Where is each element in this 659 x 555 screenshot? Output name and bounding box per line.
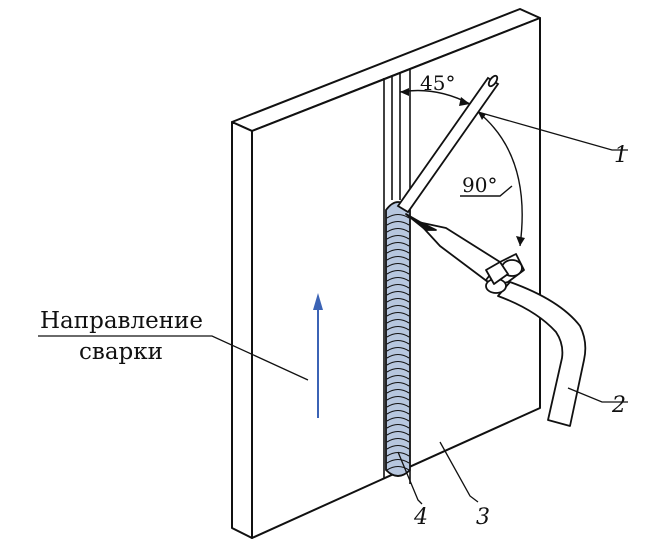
weld-ripple — [386, 395, 410, 401]
weld-ripple — [386, 367, 410, 373]
leader-lines — [38, 111, 628, 505]
weld-ripple — [386, 430, 410, 436]
leader-3 — [439, 441, 479, 503]
angle-45-label: 45° — [420, 71, 455, 95]
weld-ripple — [386, 339, 410, 345]
weld-ripple — [386, 353, 410, 359]
weld-ripple — [386, 381, 410, 387]
angle-annotations — [399, 88, 525, 247]
weld-ripple — [386, 332, 410, 338]
weld-ripple — [386, 465, 410, 471]
leader-4 — [397, 451, 423, 505]
torch-flame-tip — [405, 213, 437, 231]
weld-ripple — [386, 283, 410, 289]
welding-torch — [405, 213, 587, 427]
leader-direction — [38, 335, 309, 381]
weld-ripple — [386, 458, 410, 464]
weld-ripple — [386, 409, 410, 415]
angle-90-arc — [477, 111, 523, 247]
weld-ripple — [386, 444, 410, 450]
callout-2-torch: 2 — [611, 393, 626, 418]
weld-ripple — [386, 269, 410, 275]
welding-direction-arrow — [313, 293, 323, 418]
weld-ripple — [386, 374, 410, 380]
plate-left-face — [231, 121, 253, 539]
weld-ripple — [386, 255, 410, 261]
callout-4-seam: 4 — [413, 505, 428, 530]
weld-ripple — [386, 213, 410, 219]
weld-ripple — [386, 276, 410, 282]
weld-ripple — [386, 416, 410, 422]
weld-ripple — [386, 325, 410, 331]
direction-label-line2: сварки — [79, 339, 163, 365]
weld-ripple — [386, 311, 410, 317]
weld-ripple — [386, 304, 410, 310]
weld-ripple — [386, 360, 410, 366]
callout-1-electrode: 1 — [614, 143, 628, 168]
weld-ripple — [386, 423, 410, 429]
angle-90-label: 90° — [462, 173, 497, 197]
weld-ripple — [386, 234, 410, 240]
weld-ripple — [386, 297, 410, 303]
filler-rod — [396, 74, 500, 214]
weld-ripple — [386, 227, 410, 233]
weld-ripple — [386, 346, 410, 352]
weld-ripple — [386, 241, 410, 247]
direction-label-line1: Направление — [40, 308, 203, 334]
callout-3-plate: 3 — [476, 505, 490, 530]
weld-ripple — [386, 402, 410, 408]
weld-ripple — [386, 318, 410, 324]
leader-2 — [567, 387, 628, 403]
weld-seam-body — [385, 201, 411, 477]
weld-ripple — [386, 290, 410, 296]
torch-hose — [497, 281, 587, 427]
weld-ripple — [386, 220, 410, 226]
weld-ripple — [386, 437, 410, 443]
weld-seam — [385, 201, 411, 477]
leader-1 — [477, 111, 628, 151]
weld-ripple — [386, 248, 410, 254]
weld-ripple — [386, 388, 410, 394]
weld-ripple — [386, 262, 410, 268]
